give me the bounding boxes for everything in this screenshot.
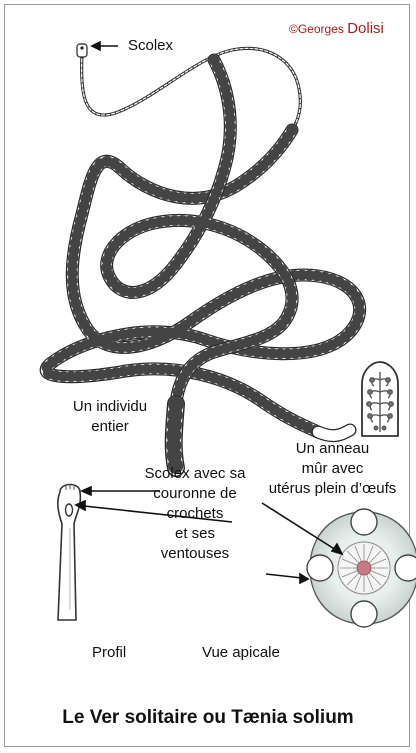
- label-scolex-detail-line2: couronne de: [120, 484, 270, 504]
- label-individu: Un individu entier: [50, 397, 170, 437]
- label-profil: Profil: [92, 643, 126, 663]
- label-scolex-detail-line1: Scolex avec sa: [120, 464, 270, 484]
- scolex-arrow: [92, 42, 118, 50]
- mature-proglottid: [362, 362, 398, 436]
- copyright-last-name: Dolisi: [347, 20, 384, 37]
- scolex-apical: [307, 509, 416, 627]
- worm-scolex: [77, 44, 87, 57]
- label-vue-apicale: Vue apicale: [202, 643, 280, 663]
- label-individu-line1: Un individu: [50, 397, 170, 417]
- copyright-first-name: Georges: [298, 22, 344, 36]
- copyright-symbol: ©: [289, 22, 298, 36]
- label-scolex: Scolex: [128, 36, 173, 56]
- label-anneau-line2: mûr avec: [250, 459, 415, 479]
- label-anneau-line3: utérus plein d’œufs: [250, 479, 415, 499]
- label-scolex-detail-line4: et ses: [120, 524, 270, 544]
- figure-title: Le Ver solitaire ou Tænia solium: [0, 707, 416, 729]
- label-anneau: Un anneau mûr avec utérus plein d’œufs: [250, 439, 415, 499]
- label-scolex-detail: Scolex avec sa couronne de crochets et s…: [120, 464, 270, 564]
- label-individu-line2: entier: [50, 417, 170, 437]
- profile-sucker: [66, 504, 73, 516]
- label-anneau-line1: Un anneau: [250, 439, 415, 459]
- label-scolex-detail-line5: ventouses: [120, 544, 270, 564]
- label-scolex-detail-line3: crochets: [120, 504, 270, 524]
- copyright-notice: ©Georges Dolisi: [289, 20, 384, 37]
